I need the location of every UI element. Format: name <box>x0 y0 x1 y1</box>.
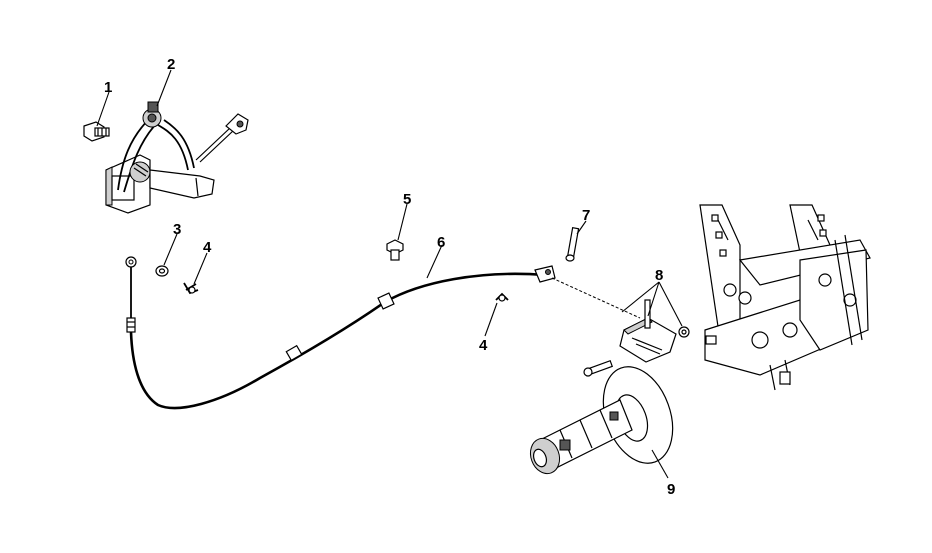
part-bracket-kit <box>583 299 690 377</box>
callout-6: 6 <box>437 234 445 251</box>
part-clip-right <box>495 292 509 302</box>
part-pin <box>565 227 580 262</box>
callout-3: 3 <box>173 221 181 238</box>
part-clip-left <box>183 282 199 295</box>
part-washer <box>155 265 169 277</box>
callout-2: 2 <box>167 56 175 73</box>
part-driveshaft-drum <box>529 366 674 475</box>
callout-9: 9 <box>667 481 675 498</box>
callout-1: 1 <box>104 79 112 96</box>
part-pedal-bracket-assembly <box>105 101 249 214</box>
callout-5: 5 <box>403 191 411 208</box>
part-main-cable <box>129 265 556 410</box>
part-front-cable <box>125 256 137 333</box>
callout-4-upper: 4 <box>203 239 212 256</box>
part-bolt <box>83 121 110 142</box>
leader-lines <box>96 69 683 479</box>
callout-7: 7 <box>582 207 590 224</box>
vehicle-frame <box>699 204 871 391</box>
alignment-line <box>551 277 641 319</box>
callout-4-lower: 4 <box>479 337 488 354</box>
callout-labels: 1 2 3 4 4 5 6 7 8 9 <box>104 56 675 498</box>
callout-8: 8 <box>655 267 663 284</box>
part-bolt-5 <box>386 239 404 261</box>
